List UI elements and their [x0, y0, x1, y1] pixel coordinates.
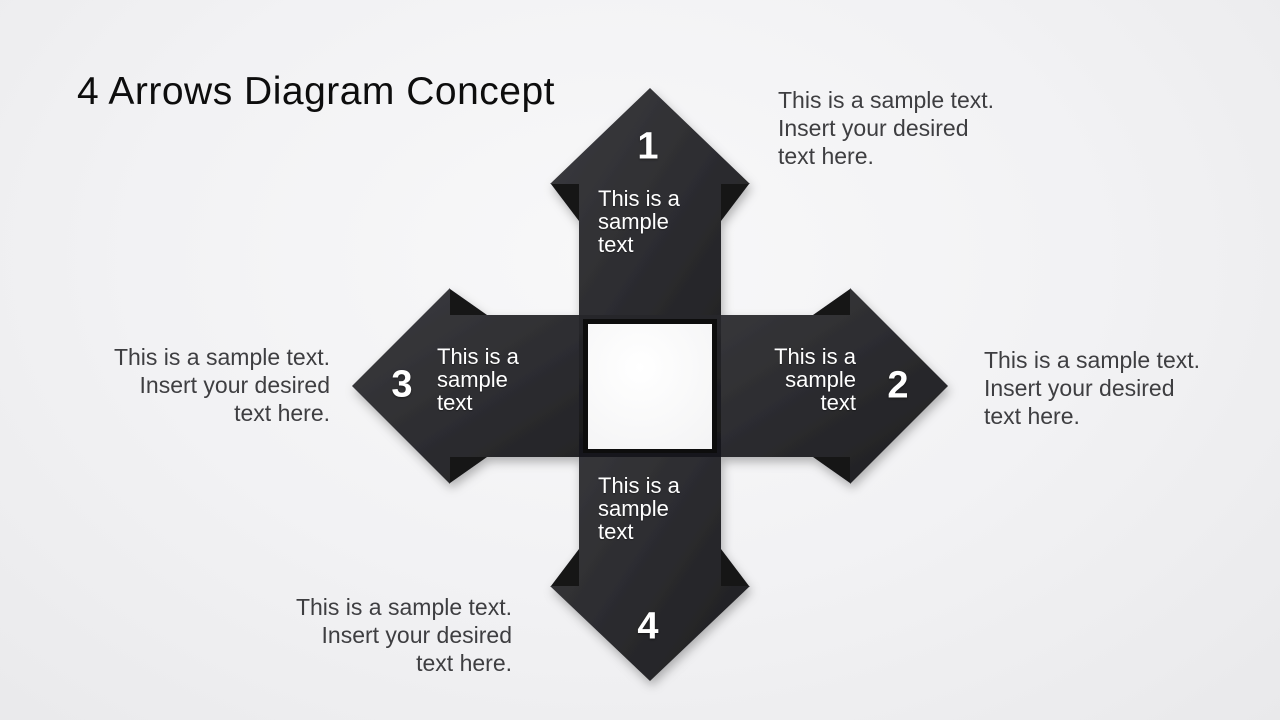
arrow-right-flap-top — [813, 289, 850, 315]
arrow-left-caption-line: This is a sample text. — [113, 344, 330, 370]
arrow-left-number: 3 — [391, 363, 413, 406]
arrow-down-label-line: text — [598, 519, 634, 544]
arrow-up-label-line: sample — [598, 209, 669, 234]
arrow-left-label: This is a sample text — [437, 345, 519, 414]
arrow-right-label-line: sample — [785, 367, 856, 392]
arrow-down-flap-right — [721, 549, 749, 586]
arrow-right-flap-bottom — [813, 457, 850, 483]
arrow-right-caption: This is a sample text. Insert your desir… — [984, 346, 1200, 430]
arrow-left-caption: This is a sample text. Insert your desir… — [114, 343, 330, 427]
arrow-left-flap-bottom — [450, 457, 487, 483]
arrow-left-label-line: sample — [437, 367, 508, 392]
arrow-down-label: This is a sample text — [598, 474, 680, 543]
arrow-right-caption-line: text here. — [984, 403, 1080, 429]
arrow-down-caption-line: Insert your desired — [321, 622, 512, 648]
arrow-down-label-line: This is a — [598, 473, 680, 498]
arrow-up-number: 1 — [637, 125, 659, 168]
arrow-up-label: This is a sample text — [598, 187, 680, 256]
arrow-left-label-line: text — [437, 390, 473, 415]
arrow-right-label: This is a sample text — [774, 345, 856, 414]
arrow-up-flap-right — [721, 184, 749, 221]
arrow-down-number: 4 — [637, 605, 659, 648]
arrow-down-label-line: sample — [598, 496, 669, 521]
center-square — [588, 324, 712, 449]
arrow-up-caption-line: text here. — [778, 143, 874, 169]
slide-title: 4 Arrows Diagram Concept — [77, 70, 556, 114]
arrow-right-label-line: text — [820, 390, 856, 415]
arrow-left-caption-line: Insert your desired — [139, 372, 330, 398]
arrow-left-label-line: This is a — [437, 344, 519, 369]
arrow-down-flap-left — [551, 549, 579, 586]
arrow-right-label-line: This is a — [774, 344, 856, 369]
arrow-right-number: 2 — [887, 364, 909, 407]
arrow-up-caption-line: This is a sample text. — [778, 87, 995, 113]
arrow-up-label-line: text — [598, 232, 634, 257]
arrow-up-caption-line: Insert your desired — [778, 115, 969, 141]
arrow-left-flap-top — [450, 289, 487, 315]
arrow-up-flap-left — [551, 184, 579, 221]
arrow-right-caption-line: This is a sample text. — [984, 347, 1201, 373]
arrow-left-caption-line: text here. — [234, 400, 330, 426]
arrow-right-caption-line: Insert your desired — [984, 375, 1175, 401]
arrow-down-caption-line: text here. — [416, 650, 512, 676]
arrow-down-caption-line: This is a sample text. — [295, 594, 512, 620]
arrow-down-caption: This is a sample text. Insert your desir… — [296, 593, 512, 677]
arrow-up-caption: This is a sample text. Insert your desir… — [778, 86, 994, 170]
arrow-up-label-line: This is a — [598, 186, 680, 211]
